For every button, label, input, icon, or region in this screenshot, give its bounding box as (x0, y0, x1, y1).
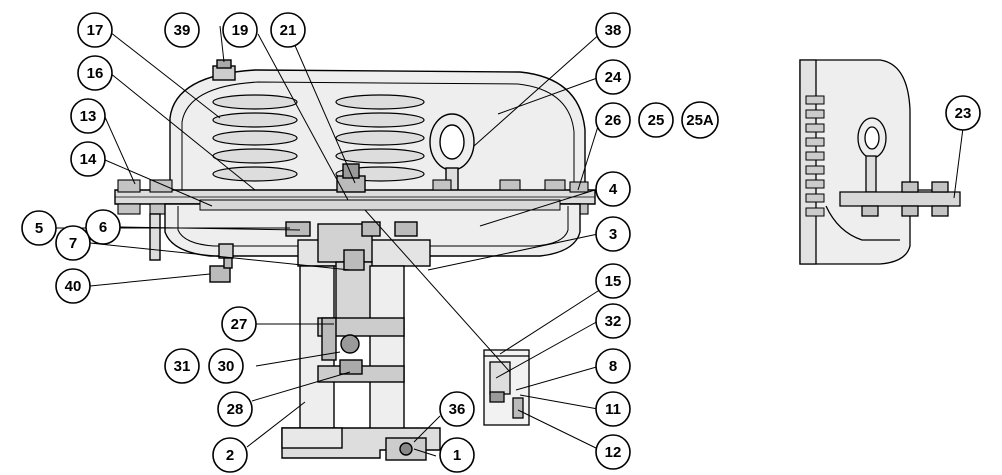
svg-text:3: 3 (609, 226, 617, 243)
svg-text:31: 31 (174, 358, 191, 375)
callout-36: 36 (439, 391, 475, 427)
svg-text:27: 27 (231, 316, 248, 333)
callouts: 17 39 19 21 38 16 24 13 26 25 25A 23 14 … (21, 12, 981, 473)
svg-text:19: 19 (232, 22, 249, 39)
svg-text:12: 12 (605, 444, 622, 461)
svg-text:25: 25 (648, 112, 665, 129)
svg-text:7: 7 (69, 235, 77, 252)
svg-text:38: 38 (605, 22, 622, 39)
callout-11: 11 (595, 391, 631, 427)
callout-30: 30 (208, 348, 244, 384)
svg-text:39: 39 (174, 22, 191, 39)
callout-38: 38 (595, 12, 631, 48)
diaphragm-plate (199, 199, 561, 211)
callout-31: 31 (164, 348, 200, 384)
callout-39: 39 (164, 12, 200, 48)
svg-text:26: 26 (605, 112, 622, 129)
callout-28: 28 (217, 391, 253, 427)
callout-3: 3 (595, 216, 631, 252)
side-view-actuator (799, 59, 961, 265)
callout-15: 15 (595, 263, 631, 299)
spring-right (335, 94, 425, 182)
callout-21: 21 (270, 12, 306, 48)
svg-text:8: 8 (609, 358, 617, 375)
callout-19: 19 (222, 12, 258, 48)
callout-16: 16 (77, 55, 113, 91)
callout-32: 32 (595, 303, 631, 339)
svg-text:6: 6 (99, 219, 107, 236)
upper-case-inner-line (181, 81, 575, 196)
callout-25: 25 (638, 102, 674, 138)
svg-text:11: 11 (605, 401, 621, 418)
yoke-leg-right (369, 265, 405, 435)
svg-text:25A: 25A (686, 112, 714, 129)
leader-lines (56, 25, 964, 457)
callout-14: 14 (70, 141, 106, 177)
svg-text:14: 14 (80, 151, 97, 168)
callout-2: 2 (212, 437, 248, 473)
callout-1: 1 (439, 437, 475, 473)
callout-23: 23 (945, 95, 981, 131)
svg-text:40: 40 (65, 278, 82, 295)
svg-text:16: 16 (87, 65, 104, 82)
lower-port (218, 243, 234, 259)
callout-27: 27 (221, 306, 257, 342)
main-actuator-assembly (114, 59, 596, 461)
callout-40: 40 (55, 268, 91, 304)
callout-25a: 25A (681, 101, 719, 139)
svg-text:4: 4 (609, 181, 618, 198)
callout-7: 7 (55, 225, 91, 261)
svg-text:36: 36 (449, 401, 466, 418)
svg-text:30: 30 (218, 358, 235, 375)
callout-24: 24 (595, 59, 631, 95)
callout-8: 8 (595, 348, 631, 384)
svg-text:2: 2 (226, 447, 234, 464)
stem-coupling-clamp (317, 317, 405, 337)
callout-6: 6 (85, 209, 121, 245)
callout-12: 12 (595, 434, 631, 470)
callout-5: 5 (21, 210, 57, 246)
callout-17: 17 (77, 12, 113, 48)
tie-rod-left (149, 213, 161, 261)
callout-4: 4 (595, 171, 631, 207)
svg-text:5: 5 (35, 220, 43, 237)
svg-text:24: 24 (605, 69, 622, 86)
svg-text:32: 32 (605, 313, 622, 330)
callout-26: 26 (595, 102, 631, 138)
spring-left (212, 94, 298, 182)
detail-inset (483, 349, 530, 426)
svg-text:1: 1 (453, 447, 461, 464)
svg-text:13: 13 (80, 108, 97, 125)
svg-text:28: 28 (227, 401, 244, 418)
svg-text:21: 21 (280, 22, 297, 39)
svg-text:17: 17 (87, 22, 104, 39)
svg-text:23: 23 (955, 105, 972, 122)
svg-text:15: 15 (605, 273, 622, 290)
callout-13: 13 (70, 98, 106, 134)
